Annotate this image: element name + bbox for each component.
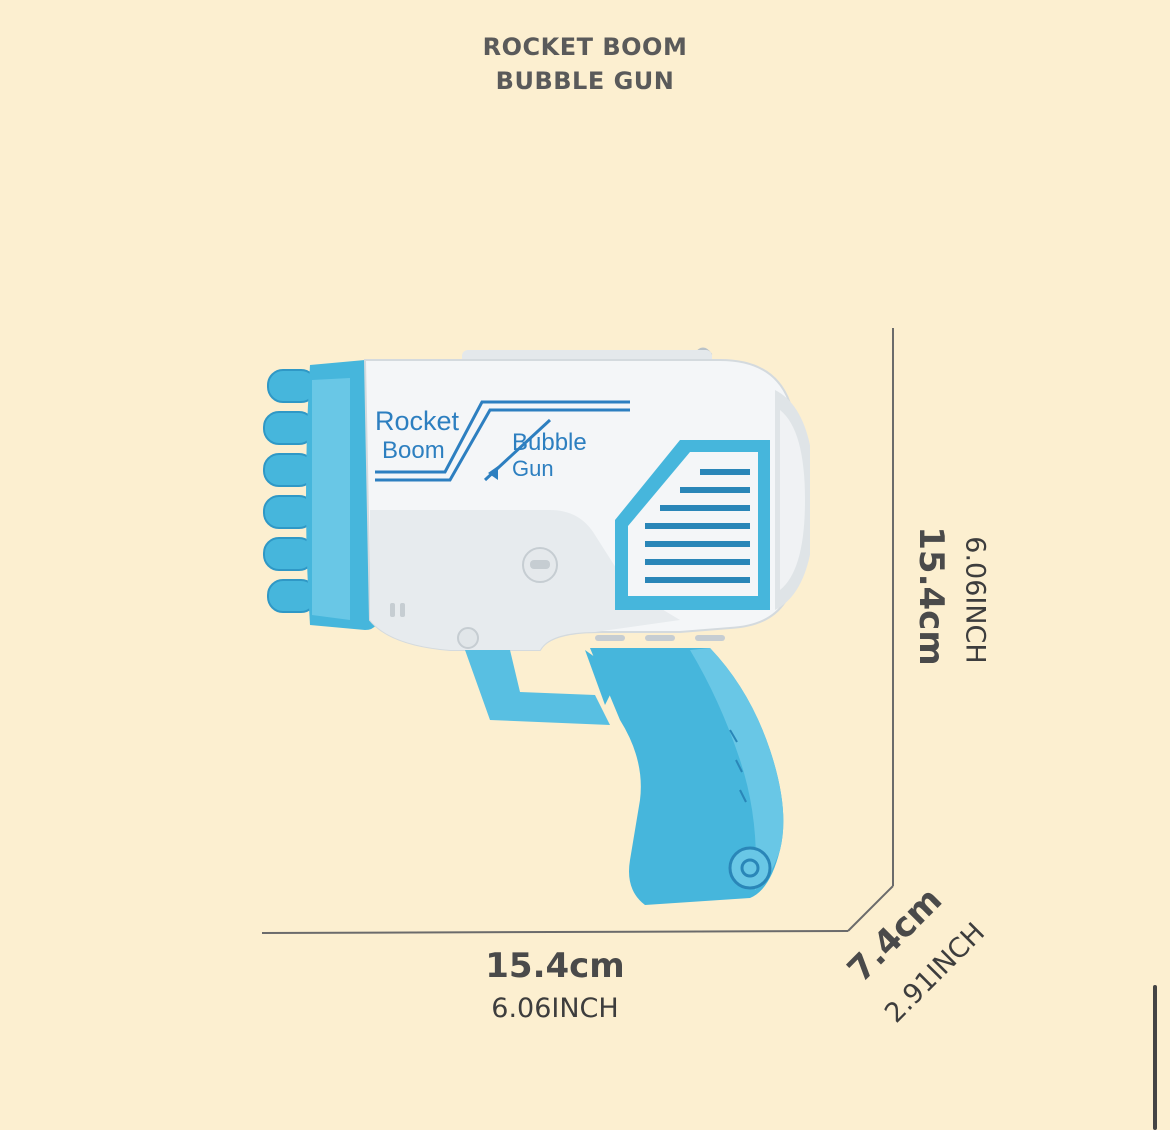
depth-line — [847, 885, 894, 932]
height-cm-label: 15.4cm — [911, 526, 951, 666]
gun-label-bubble: Bubble — [512, 429, 587, 456]
width-line — [261, 930, 849, 934]
width-inch-label: 6.06INCH — [491, 993, 619, 1024]
gun-label-gun: Gun — [512, 456, 554, 481]
bubble-gun-image: Rocket Boom Bubble Gun — [263, 347, 810, 905]
gun-label-rocket: Rocket — [375, 406, 460, 436]
title-line-2: BUBBLE GUN — [495, 67, 675, 95]
gun-label-boom: Boom — [382, 437, 445, 464]
title-line-1: ROCKET BOOM — [482, 33, 688, 61]
width-cm-label: 15.4cm — [485, 946, 625, 986]
product-title: ROCKET BOOM BUBBLE GUN — [0, 30, 1170, 98]
height-inch-label: 6.06INCH — [959, 536, 991, 664]
scrollbar-thumb[interactable] — [1153, 985, 1157, 1130]
